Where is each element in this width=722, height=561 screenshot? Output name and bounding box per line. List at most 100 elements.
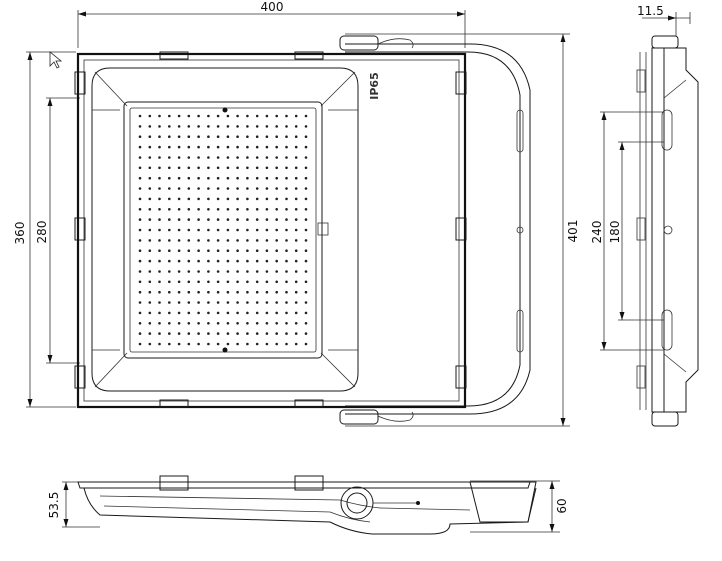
led-dot [138,125,142,128]
led-dot [275,311,279,315]
led-dot [236,270,239,273]
led-dot [138,166,142,170]
led-dot [138,218,142,221]
led-dot [304,301,308,304]
led-dot [197,145,200,149]
led-dot [285,280,288,284]
led-dot [236,197,239,201]
led-dot [148,301,152,304]
led-dot [207,208,210,211]
led-dot [275,270,279,273]
led-dot [177,187,181,190]
led-dot [187,208,191,211]
led-dot [285,259,288,263]
led-dot [246,249,249,252]
led-dot [294,176,298,180]
led-dot [226,322,230,325]
led-dot [216,208,220,211]
led-dot [207,125,210,128]
led-dot [197,270,200,273]
led-dot [304,156,308,159]
led-dot [216,249,220,252]
led-dot [197,280,200,284]
led-dot [168,239,171,242]
led-dot [187,176,191,180]
led-dot [216,301,220,304]
led-dot [226,249,230,252]
led-dot [207,259,210,263]
led-dot [226,290,230,294]
led-dot [168,145,171,149]
led-dot [158,176,161,180]
led-dot [246,290,249,294]
led-dot [304,249,308,252]
led-dot [177,135,181,138]
led-dot [226,145,230,149]
led-dot [158,228,161,232]
led-dot [187,114,191,118]
led-dot [187,342,191,346]
led-dot [177,249,181,252]
led-dot [197,249,200,252]
led-dot [294,332,298,335]
led-dot [187,125,191,128]
led-dot [207,311,210,315]
led-dot [148,311,152,315]
led-dot [265,239,269,242]
led-dot [226,301,230,304]
led-dot [304,114,308,118]
led-dot [255,239,259,242]
led-dot [294,166,298,170]
led-dot [177,228,181,232]
led-dot [285,166,288,170]
led-dot [255,145,259,149]
led-dot [177,218,181,221]
cursor-arrow-icon [49,51,63,69]
led-dot [304,228,308,232]
led-dot [138,156,142,159]
led-dot [236,135,239,138]
led-dot [168,197,171,201]
led-dot [207,342,210,346]
led-dot [187,187,191,190]
dimension-height-401: 401 [345,33,580,427]
led-dot [255,208,259,211]
led-dot [236,280,239,284]
led-dot [275,342,279,346]
dimension-60: 60 [470,480,569,533]
led-dot [275,125,279,128]
dimension-360-label: 360 [13,222,27,245]
led-dot [138,208,142,211]
led-dot [226,176,230,180]
led-dot [197,311,200,315]
led-dot [197,239,200,242]
dimension-240-label: 240 [590,221,604,244]
led-dot [255,176,259,180]
led-dot [216,228,220,232]
bottom-view: 53.5 60 [47,475,569,535]
led-dot [246,187,249,190]
led-dot [255,342,259,346]
led-dot [197,166,200,170]
led-dot [148,322,152,325]
led-dot [148,218,152,221]
led-dot [187,270,191,273]
led-dot [216,259,220,263]
led-dot [148,125,152,128]
led-dot [197,208,200,211]
led-dot [265,270,269,273]
led-dot [265,290,269,294]
dimension-11-5-label: 11.5 [637,4,664,18]
led-dot [207,114,210,118]
led-dot [275,166,279,170]
panel-screw [222,107,228,113]
led-dot [216,125,220,128]
led-dot [197,259,200,263]
led-dot [285,301,288,304]
led-dot [197,197,200,201]
led-dot [265,342,269,346]
led-dot [265,114,269,118]
led-dot [246,135,249,138]
dimension-height-280: 280 [35,97,80,364]
led-dot [255,228,259,232]
